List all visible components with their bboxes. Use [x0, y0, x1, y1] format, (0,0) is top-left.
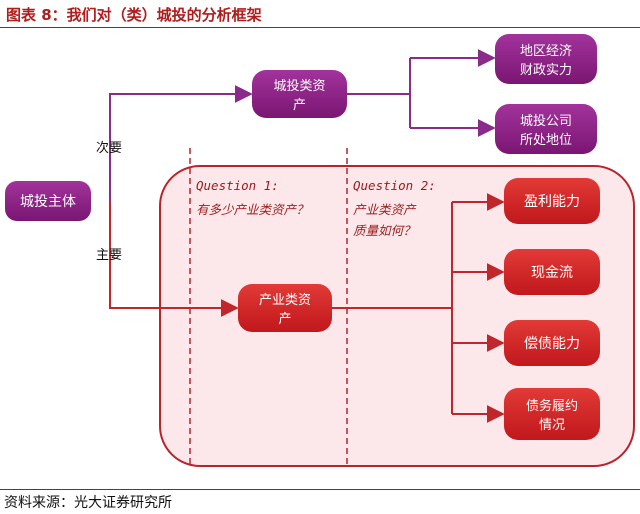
node-company-status: 城投公司 所处地位	[495, 104, 597, 154]
source-note: 资料来源：光大证券研究所	[4, 495, 172, 511]
node-cashflow: 现金流	[504, 249, 600, 295]
node-company-status-line1: 城投公司	[520, 113, 572, 129]
node-debt-fulfilment-line2: 情况	[539, 418, 565, 433]
label-secondary: 次要	[96, 140, 122, 156]
question-1-title: Question 1:	[196, 178, 279, 193]
figure-header: 图表 8：我们对（类）城投的分析框架	[0, 0, 640, 28]
node-region-economy-line2: 财政实力	[520, 63, 572, 78]
footer-rule	[0, 489, 640, 490]
edge-root-to-secondary	[109, 85, 253, 201]
question-2-text-line1: 产业类资产	[353, 202, 417, 217]
node-profitability: 盈利能力	[504, 178, 600, 224]
node-solvency: 偿债能力	[504, 320, 600, 366]
node-primary-line1: 产业类资	[259, 293, 311, 308]
edge-root-to-primary	[109, 201, 239, 317]
question-2-text-line2: 质量如何？	[353, 223, 416, 238]
node-root-label: 城投主体	[20, 194, 76, 210]
node-company-status-line2: 所处地位	[520, 133, 572, 148]
question-1-text: 有多少产业类资产？	[196, 202, 309, 217]
node-profitability-label: 盈利能力	[524, 194, 580, 210]
node-debt-fulfilment: 债务履约 情况	[504, 388, 600, 440]
header-rule	[0, 27, 640, 28]
node-primary: 产业类资 产	[238, 284, 332, 332]
node-secondary: 城投类资 产	[252, 70, 347, 118]
node-region-economy: 地区经济 财政实力	[495, 34, 597, 84]
question-2-title: Question 2:	[353, 178, 436, 193]
node-cashflow-label: 现金流	[531, 265, 573, 281]
node-root: 城投主体	[5, 181, 91, 221]
node-secondary-line2: 产	[293, 98, 306, 113]
node-region-economy-line1: 地区经济	[520, 44, 572, 59]
node-solvency-label: 偿债能力	[524, 336, 580, 352]
label-primary: 主要	[96, 248, 122, 263]
node-debt-fulfilment-line1: 债务履约	[526, 398, 578, 414]
node-primary-line2: 产	[278, 312, 291, 327]
figure-title: 图表 8：我们对（类）城投的分析框架	[6, 6, 262, 24]
node-secondary-line1: 城投类资	[273, 78, 325, 94]
